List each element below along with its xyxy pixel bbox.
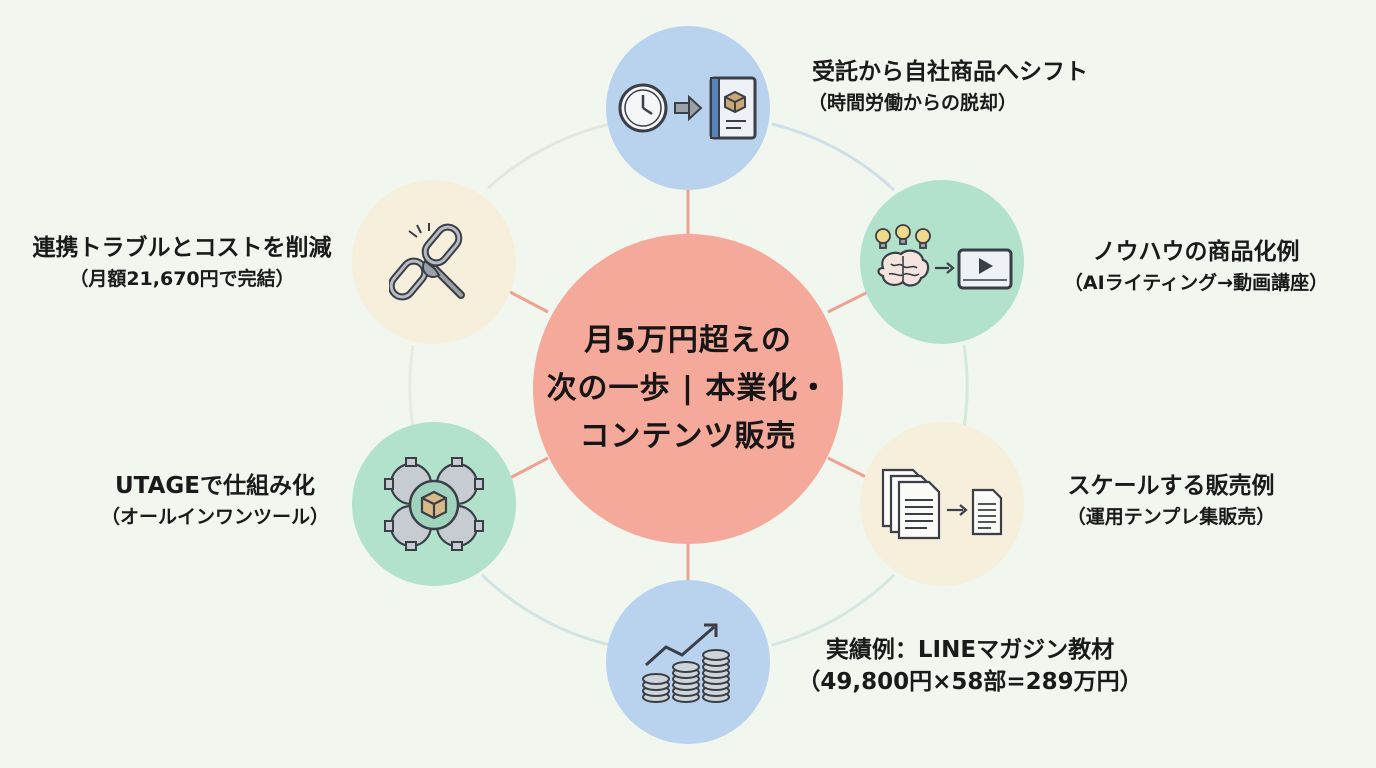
documents-arrow-document-icon	[881, 468, 1003, 540]
label-upper-right: ノウハウの商品化例 （AIライティング→動画講座）	[1036, 236, 1356, 298]
node-subtitle: （月額21,670円で完結）	[69, 268, 295, 290]
spoke-line	[509, 290, 549, 314]
label-bottom: 実績例：LINEマガジン教材 （49,800円×58部=289万円）	[790, 634, 1150, 698]
node-title: 実績例：LINEマガジン教材	[825, 637, 1115, 663]
node-subtitle: （AIライティング→動画講座）	[1063, 272, 1329, 294]
spoke-line	[827, 456, 869, 480]
node-upper-right	[860, 180, 1024, 344]
center-title-line-3: コンテンツ販売	[579, 419, 797, 454]
node-upper-left	[352, 180, 516, 344]
node-title: スケールする販売例	[1067, 473, 1275, 499]
node-subtitle: （時間労働からの脱却）	[808, 92, 1018, 114]
ring-arc	[771, 122, 896, 192]
label-top: 受託から自社商品へシフト （時間労働からの脱却）	[780, 56, 1120, 118]
gears-cube-icon	[384, 457, 484, 551]
spoke-line	[509, 456, 549, 480]
node-top	[606, 26, 770, 190]
node-subtitle: （49,800円×58部=289万円）	[797, 669, 1143, 695]
clock-arrow-product-book-icon	[618, 76, 757, 140]
center-title-line-2: 次の一歩 | 本業化・	[546, 371, 830, 406]
node-title: 受託から自社商品へシフト	[812, 59, 1088, 85]
broken-chain-wrench-icon	[389, 223, 465, 301]
label-lower-right: スケールする販売例 （運用テンプレ集販売）	[1036, 470, 1306, 532]
ring-arc	[771, 573, 896, 647]
node-subtitle: （オールインワンツール）	[100, 506, 329, 528]
ring-arc	[408, 344, 415, 429]
label-upper-left: 連携トラブルとコストを削減 （月額21,670円で完結）	[22, 232, 342, 294]
node-bottom	[606, 580, 770, 744]
center-hub: 月5万円超えの 次の一歩 | 本業化・ コンテンツ販売	[533, 234, 843, 544]
coins-growth-chart-icon	[642, 623, 730, 703]
node-lower-right	[860, 422, 1024, 586]
node-title: UTAGEで仕組み化	[115, 473, 315, 499]
lightbulbs-brain-video-icon	[875, 224, 1013, 290]
ring-arc	[480, 573, 611, 647]
ring-arc	[962, 344, 969, 429]
node-title: 連携トラブルとコストを削減	[32, 235, 332, 261]
label-lower-left: UTAGEで仕組み化 （オールインワンツール）	[80, 470, 350, 532]
node-title: ノウハウの商品化例	[1092, 239, 1300, 265]
ring-arc	[486, 122, 611, 190]
node-lower-left	[352, 422, 516, 586]
node-subtitle: （運用テンプレ集販売）	[1066, 506, 1276, 528]
center-title-line-1: 月5万円超えの	[584, 323, 792, 358]
spoke-line	[827, 290, 869, 314]
